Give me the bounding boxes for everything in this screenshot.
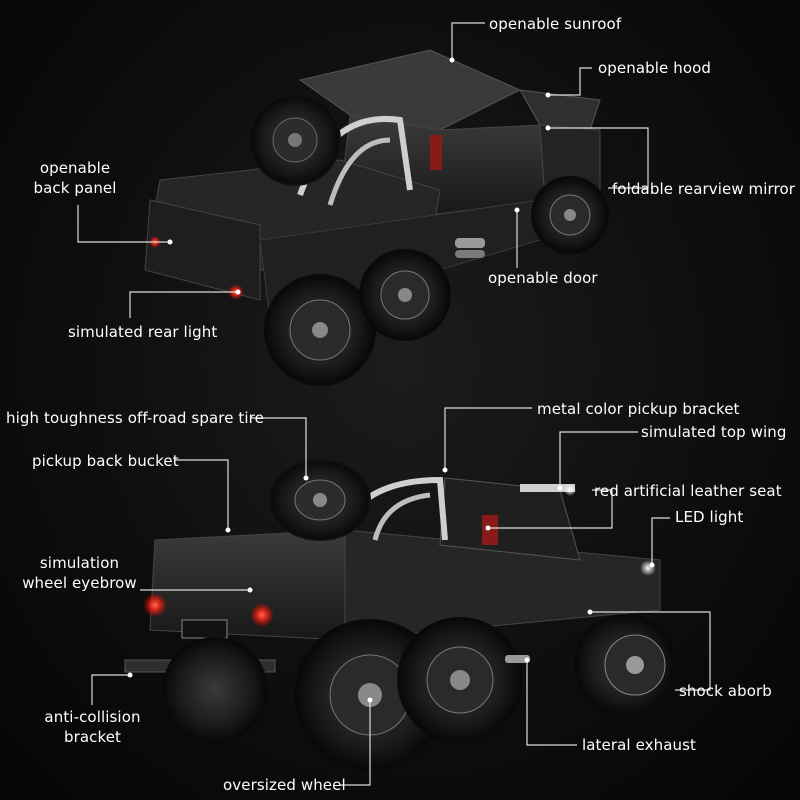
label-anti-collision-line2: bracket [63, 728, 122, 746]
label-eyebrow-line1: simulation [39, 554, 120, 572]
label-oversized-wheel: oversized wheel [223, 776, 346, 794]
label-openable-hood: openable hood [598, 59, 711, 77]
bottom-wheels [162, 614, 676, 771]
label-anti-collision-line1: anti-collision [44, 708, 141, 726]
back-bucket [149, 529, 346, 641]
rear-light-right [250, 603, 274, 627]
top-wing [520, 484, 575, 492]
label-anti-collision: anti-collision bracket [40, 707, 145, 747]
led-light [640, 560, 656, 576]
label-led-light: LED light [675, 508, 744, 526]
top-leader-lines [77, 22, 649, 318]
label-leather-seat: red artificial leather seat [594, 482, 782, 500]
label-simulated-rear-light: simulated rear light [68, 323, 218, 341]
label-openable-door: openable door [488, 269, 598, 287]
lateral-exhaust [505, 655, 530, 663]
exhaust-pipes [455, 238, 485, 258]
rear-light-left [143, 593, 167, 617]
label-back-panel-line2: back panel [33, 179, 117, 197]
label-openable-sunroof: openable sunroof [489, 15, 622, 33]
label-lateral-exhaust: lateral exhaust [582, 736, 697, 754]
label-back-panel-line1: openable [39, 159, 111, 177]
label-back-bucket: pickup back bucket [32, 452, 179, 470]
label-foldable-mirror: foldable rearview mirror [612, 180, 796, 198]
label-spare-tire: high toughness off-road spare tire [6, 409, 264, 427]
label-top-wing: simulated top wing [641, 423, 787, 441]
top-wheels [264, 176, 609, 386]
license-plate [181, 619, 228, 639]
label-pickup-bracket: metal color pickup bracket [537, 400, 740, 418]
bottom-leader-lines [91, 407, 711, 786]
label-eyebrow-line2: wheel eyebrow [22, 574, 137, 592]
label-shock-aborb: shock aborb [679, 682, 772, 700]
label-openable-back-panel: openable back panel [30, 158, 120, 198]
rear-panel [144, 199, 261, 301]
hood-panel [519, 89, 601, 131]
red-seat [430, 135, 442, 170]
label-wheel-eyebrow: simulation wheel eyebrow [22, 553, 137, 593]
roof-panel [298, 49, 522, 131]
top-vehicle [144, 49, 609, 386]
bottom-vehicle [124, 459, 676, 771]
leather-seat [482, 515, 498, 545]
